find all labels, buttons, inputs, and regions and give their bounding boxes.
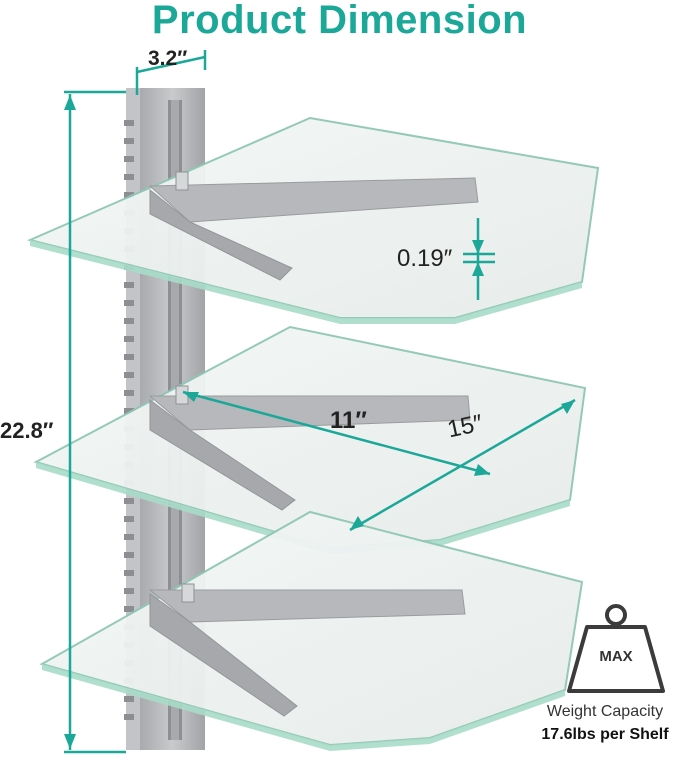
shelf-middle (33, 325, 587, 554)
weight-icon-label: MAX (599, 648, 633, 665)
shelf-bottom (39, 510, 584, 751)
weight-capacity-value: 17.6lbs per Shelf (541, 726, 669, 743)
depth-dimension-line (182, 390, 491, 476)
total-height-label: 22.8″ (0, 418, 54, 443)
weight-icon (567, 604, 665, 693)
bracket-width-label: 3.2″ (148, 47, 188, 70)
shelf-top (26, 116, 600, 324)
weight-capacity-label: Weight Capacity (546, 703, 664, 720)
shelf-width-dimension-line (349, 398, 576, 532)
page-title: Product Dimension (151, 0, 528, 42)
bracket-bottom (148, 583, 466, 717)
bracket-top (148, 171, 479, 281)
width-dimension-line (136, 55, 206, 74)
glass-thickness-label: 0.19″ (397, 245, 453, 272)
shelf-depth-label: 11″ (330, 407, 367, 434)
dimension-lines (64, 50, 576, 754)
